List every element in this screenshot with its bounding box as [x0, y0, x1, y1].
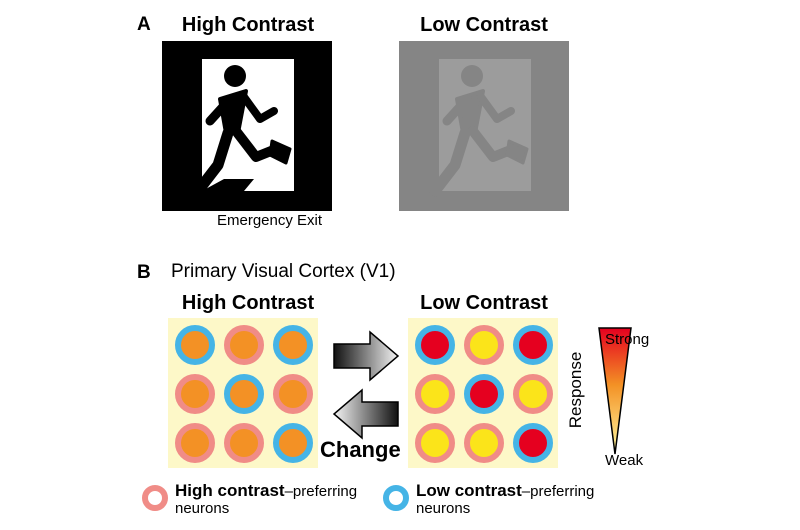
left-arrow-icon [332, 388, 399, 440]
legend-low-line2: neurons [416, 500, 471, 517]
neuron-low-contrast-preferring [415, 325, 455, 365]
legend-high-bold: High contrast [175, 481, 285, 500]
neuron-high-contrast-preferring [464, 423, 504, 463]
neuron-high-contrast-preferring [513, 374, 553, 414]
panel-a-low-title: Low Contrast [420, 14, 548, 36]
exit-sign-high-contrast [162, 41, 332, 211]
legend-low: Low contrast–preferring neurons [416, 482, 594, 517]
exit-sign-caption: Emergency Exit [217, 212, 323, 229]
low-contrast-neuron-grid [408, 318, 558, 468]
legend-low-rest: –preferring [521, 483, 595, 500]
neuron-low-contrast-preferring [513, 325, 553, 365]
neuron-high-contrast-preferring [224, 423, 264, 463]
neuron-low-contrast-preferring [513, 423, 553, 463]
neuron-low-contrast-preferring [224, 374, 264, 414]
panel-b-low-title: Low Contrast [420, 292, 548, 314]
change-label: Change [320, 437, 401, 462]
legend-high-rest: –preferring [284, 483, 358, 500]
high-contrast-ring-icon [142, 485, 168, 511]
neuron-high-contrast-preferring [464, 325, 504, 365]
legend-high-line2: neurons [175, 500, 230, 517]
neuron-high-contrast-preferring [175, 423, 215, 463]
neuron-low-contrast-preferring [464, 374, 504, 414]
panel-b-letter: B [137, 262, 151, 283]
neuron-low-contrast-preferring [175, 325, 215, 365]
low-contrast-ring-icon [383, 485, 409, 511]
right-arrow-icon [333, 330, 400, 382]
legend-low-bold: Low contrast [416, 481, 522, 500]
exit-sign-low-contrast [399, 41, 569, 211]
neuron-high-contrast-preferring [175, 374, 215, 414]
neuron-high-contrast-preferring [273, 374, 313, 414]
response-axis-label: Response [566, 351, 585, 429]
panel-a-high-title: High Contrast [181, 14, 315, 36]
neuron-high-contrast-preferring [224, 325, 264, 365]
response-weak-label: Weak [605, 452, 644, 469]
neuron-high-contrast-preferring [415, 374, 455, 414]
neuron-high-contrast-preferring [415, 423, 455, 463]
response-scale-wedge [598, 327, 632, 455]
legend-high: High contrast–preferring neurons [175, 482, 357, 517]
neuron-low-contrast-preferring [273, 423, 313, 463]
neuron-low-contrast-preferring [273, 325, 313, 365]
panel-b-high-title: High Contrast [181, 292, 315, 314]
panel-a-letter: A [137, 14, 151, 35]
high-contrast-neuron-grid [168, 318, 318, 468]
response-strong-label: Strong [605, 331, 650, 348]
v1-label: Primary Visual Cortex (V1) [171, 261, 396, 282]
